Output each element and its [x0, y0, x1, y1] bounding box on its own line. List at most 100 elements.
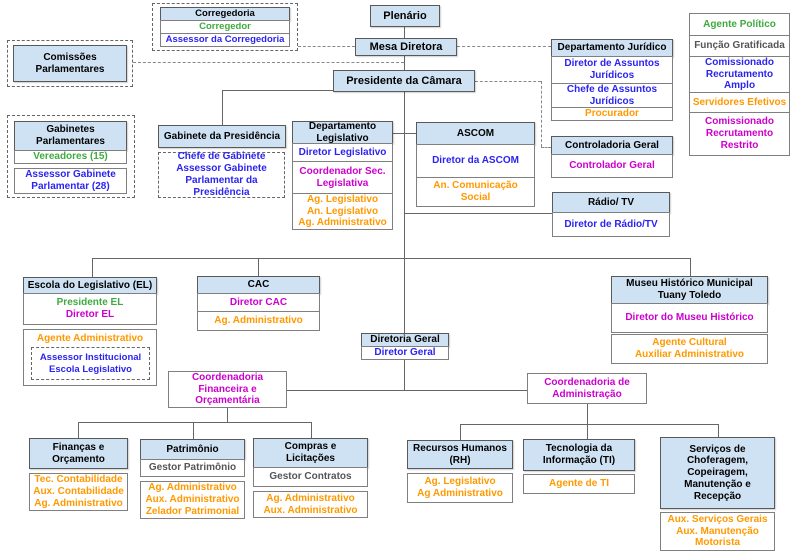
- role-procurador-label: Procurador: [585, 108, 639, 120]
- node-dep-juridico: Departamento Jurídico: [551, 39, 673, 57]
- dashed-connector: [133, 62, 404, 63]
- dashed-connector: [541, 81, 542, 147]
- node-radio-tv-label: Rádio/ TV: [587, 196, 635, 208]
- role-diretor-el-label: Diretor EL: [65, 309, 115, 320]
- connector: [258, 258, 259, 276]
- roles-rh-efetivos: Ag. Legislativo Ag Administrativo: [407, 473, 513, 503]
- roles-gabinete-presidencia-label: Chefe de Gabinete Assessor Gabinete Parl…: [176, 151, 267, 198]
- node-dep-legislativo: Departamento Legislativo: [292, 121, 393, 144]
- node-plenario: Plenário: [370, 5, 440, 27]
- node-plenario-label: Plenário: [383, 9, 427, 22]
- role-gestor-patrimonio-label: Gestor Patrimônio: [148, 462, 237, 474]
- node-rh: Recursos Humanos (RH): [407, 440, 513, 469]
- legend-label: Comissionado Recrutamento Amplo: [705, 56, 774, 92]
- node-escola-legislativo: Escola do Legislativo (EL): [23, 277, 157, 294]
- connector: [690, 258, 691, 276]
- role-an-comunicacao: An. Comunicação Social: [416, 177, 535, 207]
- node-financas: Finanças e Orçamento: [29, 438, 128, 469]
- role-gestor-contratos: Gestor Contratos: [253, 467, 368, 487]
- node-mesa-diretora-label: Mesa Diretora: [369, 40, 443, 53]
- legend-item-funcao-gratificada: Função Gratificada: [689, 35, 790, 57]
- node-dep-legislativo-label: Departamento Legislativo: [308, 120, 377, 144]
- node-ascom: ASCOM: [416, 122, 535, 145]
- node-patrimonio-label: Patrimônio: [166, 443, 219, 455]
- connector: [393, 133, 416, 134]
- legend-item-agente-politico: Agente Político: [689, 13, 790, 36]
- node-controladoria: Controladoria Geral: [551, 136, 673, 155]
- role-diretor-radio-tv: Diretor de Rádio/TV: [552, 212, 670, 237]
- node-diretoria-geral: Diretoria Geral: [361, 333, 449, 347]
- role-agente-administrativo-el-label: Agente Administrativo: [36, 333, 144, 344]
- legend-label: Função Gratificada: [694, 40, 785, 52]
- role-diretor-assuntos-juridicos: Diretor de Assuntos Jurídicos: [551, 56, 673, 84]
- node-rh-label: Recursos Humanos (RH): [413, 442, 507, 466]
- role-diretor-legislativo: Diretor Legislativo: [292, 143, 393, 162]
- roles-patrimonio-efetivos: Ag. Administrativo Aux. Administrativo Z…: [140, 481, 245, 519]
- connector: [404, 213, 552, 214]
- connector: [404, 359, 405, 390]
- role-ag-administrativo-cac: Ag. Administrativo: [197, 311, 320, 331]
- legend-item-comissionado-amplo: Comissionado Recrutamento Amplo: [689, 56, 790, 93]
- comissoes-group-frame: [7, 40, 133, 87]
- connector: [92, 258, 690, 259]
- node-financas-label: Finanças e Orçamento: [52, 441, 105, 465]
- roles-financas-efetivos-label: Tec. Contabilidade Aux. Contabilidade Ag…: [33, 474, 124, 509]
- role-assessor-gabinete-label: Assessor Gabinete Parlamentar (28): [25, 169, 116, 192]
- node-ti-label: Tecnologia da Informação (TI): [542, 443, 616, 466]
- node-coord-administracao-label: Coordenadoria de Administração: [544, 376, 630, 400]
- role-diretor-geral-label: Diretor Geral: [374, 347, 436, 359]
- node-museu: Museu Histórico Municipal Tuany Toledo: [611, 276, 768, 304]
- role-diretor-radio-tv-label: Diretor de Rádio/TV: [564, 218, 658, 230]
- legend-item-comissionado-restrito: Comissionado Recrutamento Restrito: [689, 112, 790, 156]
- connector: [404, 27, 405, 38]
- role-diretor-cac: Diretor CAC: [197, 293, 320, 312]
- node-comissoes-parlamentares: Comissões Parlamentares: [13, 45, 127, 82]
- role-diretor-assuntos-juridicos-label: Diretor de Assuntos Jurídicos: [564, 58, 660, 81]
- roles-financas-efetivos: Tec. Contabilidade Aux. Contabilidade Ag…: [29, 473, 128, 511]
- role-diretor-cac-label: Diretor CAC: [229, 296, 288, 308]
- legend-item-servidores-efetivos: Servidores Efetivos: [689, 92, 790, 113]
- connector: [404, 55, 405, 70]
- node-museu-label: Museu Histórico Municipal Tuany Toledo: [626, 278, 753, 301]
- roles-compras-efetivos: Ag. Administrativo Aux. Administrativo: [253, 491, 368, 518]
- roles-escola-direcao: Presidente EL Diretor EL: [23, 293, 157, 325]
- connector: [78, 422, 79, 438]
- roles-rh-efetivos-label: Ag. Legislativo Ag Administrativo: [417, 476, 503, 499]
- dashed-connector: [298, 46, 355, 47]
- connector: [222, 90, 333, 91]
- roles-dep-legislativo-efetivos-label: Ag. Legislativo An. Legislativo Ag. Admi…: [298, 193, 387, 229]
- connector: [587, 404, 588, 439]
- node-controladoria-label: Controladoria Geral: [565, 139, 659, 151]
- node-escola-legislativo-label: Escola do Legislativo (EL): [27, 279, 153, 291]
- role-vereadores-label: Vereadores (15): [33, 151, 108, 163]
- connector: [718, 424, 719, 437]
- dashed-connector: [457, 46, 551, 47]
- role-assessor-institucional-el: Assessor Institucional Escola Legislativ…: [31, 347, 150, 380]
- roles-servicos-efetivos-label: Aux. Serviços Gerais Aux. Manutenção Mot…: [667, 513, 768, 549]
- node-coord-financeira: Coordenadoria Financeira e Orçamentária: [168, 371, 287, 408]
- role-procurador: Procurador: [551, 107, 673, 121]
- roles-patrimonio-efetivos-label: Ag. Administrativo Aux. Administrativo Z…: [145, 482, 240, 517]
- role-an-comunicacao-label: An. Comunicação Social: [433, 180, 518, 203]
- roles-dep-legislativo-efetivos: Ag. Legislativo An. Legislativo Ag. Admi…: [292, 193, 393, 230]
- role-ag-administrativo-cac-label: Ag. Administrativo: [214, 315, 303, 327]
- node-mesa-diretora: Mesa Diretora: [355, 38, 457, 56]
- role-corregedor-label: Corregedor: [199, 21, 251, 33]
- node-patrimonio: Patrimônio: [140, 439, 245, 460]
- node-cac-label: CAC: [247, 279, 270, 291]
- node-radio-tv: Rádio/ TV: [552, 192, 670, 213]
- connector: [460, 424, 461, 440]
- role-assessor-gabinete: Assessor Gabinete Parlamentar (28): [14, 168, 127, 194]
- node-corregedoria-label: Corregedoria: [195, 8, 255, 20]
- role-assessor-institucional-el-label: Assessor Institucional Escola Legislativ…: [39, 352, 142, 375]
- connector: [460, 424, 718, 425]
- roles-gabinete-presidencia: Chefe de Gabinete Assessor Gabinete Parl…: [158, 151, 285, 198]
- node-diretoria-geral-label: Diretoria Geral: [370, 334, 440, 346]
- dashed-connector: [541, 147, 551, 148]
- node-presidente-camara-label: Presidente da Câmara: [346, 74, 462, 87]
- role-assessor-corregedoria-label: Assessor da Corregedoria: [165, 34, 285, 46]
- role-diretor-ascom: Diretor da ASCOM: [416, 144, 535, 178]
- gabinetes-group-frame: [7, 115, 135, 198]
- connector: [404, 92, 405, 333]
